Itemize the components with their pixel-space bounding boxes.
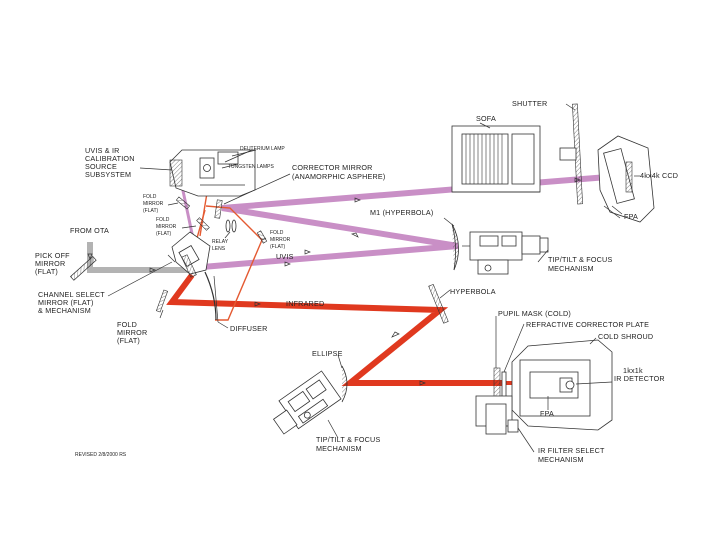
- relay-lens: [225, 219, 237, 233]
- relay-lens-label-1: RELAY: [212, 239, 229, 245]
- corrector-mirror-label-2: (ANAMORPHIC ASPHERE): [292, 172, 385, 181]
- channel-select-label-1: CHANNEL SELECT: [38, 290, 105, 299]
- fold-mirror-d-label-2: MIRROR: [117, 328, 147, 337]
- corrector-mirror-label-1: CORRECTOR MIRROR: [292, 163, 373, 172]
- beam-direction-arrows: [87, 177, 581, 386]
- shutter: [559, 103, 583, 205]
- tip-tilt-ir-label-2: MECHANISM: [316, 444, 362, 453]
- pick-off-mirror: [70, 255, 97, 281]
- uvis-ccd-assembly: [597, 135, 655, 223]
- refractive-corrector-label: REFRACTIVE CORRECTOR PLATE: [526, 320, 649, 329]
- tip-tilt-uvis-label-1: TIP/TILT & FOCUS: [548, 255, 612, 264]
- diffuser-label: DIFFUSER: [230, 324, 268, 333]
- cal-subsystem-label-2: CALIBRATION: [85, 154, 135, 163]
- cold-shroud-label: COLD SHROUD: [598, 332, 653, 341]
- fold-mirror-d-label-3: (FLAT): [117, 336, 140, 345]
- from-ota-label: FROM OTA: [70, 226, 109, 235]
- ir-filter-label-2: MECHANISM: [538, 455, 584, 464]
- tip-tilt-uvis-label-2: MECHANISM: [548, 264, 594, 273]
- ccd-4k-label: 4kx4k CCD: [640, 171, 678, 180]
- pick-off-label-2: MIRROR: [35, 259, 65, 268]
- fold-mirror-b-label-2: MIRROR: [156, 224, 177, 230]
- cal-subsystem-label-4: SUBSYSTEM: [85, 170, 131, 179]
- sofa-label: SOFA: [476, 114, 496, 123]
- fold-mirror-a-label-1: FOLD: [143, 194, 157, 200]
- fold-mirror-a: [175, 196, 191, 210]
- ir-filter-label-1: IR FILTER SELECT: [538, 446, 605, 455]
- corrector-mirror: [214, 199, 223, 219]
- ellipse-label: ELLIPSE: [312, 349, 343, 358]
- relay-lens-label-2: LENS: [212, 246, 226, 252]
- fold-mirror-d: [155, 289, 169, 313]
- labels: SHUTTER SOFA 4kx4k CCD FPA UVIS & IR CAL…: [35, 99, 678, 464]
- shutter-label: SHUTTER: [512, 99, 547, 108]
- uvis-tip-tilt-mechanism: [462, 231, 549, 275]
- uvis-beam-label: UVIS: [276, 252, 294, 261]
- fold-mirror-c: [256, 230, 268, 244]
- pupil-mask-label: PUPIL MASK (COLD): [498, 309, 571, 318]
- calibration-source-subsystem: [169, 149, 256, 197]
- channel-select-label-3: & MECHANISM: [38, 306, 91, 315]
- fold-mirror-b-label-1: FOLD: [156, 217, 170, 223]
- fold-mirror-b: [196, 217, 210, 231]
- fold-mirror-c-label-1: FOLD: [270, 230, 284, 236]
- ir-tip-tilt-mechanism: [272, 365, 348, 435]
- tip-tilt-ir-label-1: TIP/TILT & FOCUS: [316, 435, 380, 444]
- diffuser: [204, 271, 219, 323]
- channel-select-label-2: MIRROR (FLAT): [38, 298, 94, 307]
- tungsten-lamps-label: TUNGSTEN LAMPS: [228, 164, 275, 170]
- cal-subsystem-label-3: SOURCE: [85, 162, 117, 171]
- fold-mirror-a-label-3: (FLAT): [143, 208, 159, 214]
- ir-detector-dewar: [475, 339, 613, 435]
- m1-hyperbola-label: M1 (HYPERBOLA): [370, 208, 434, 217]
- ir-hyperbola-mirror: [428, 283, 449, 324]
- infrared-beam-label: INFRARED: [286, 299, 324, 308]
- ir-detector-label-2: IR DETECTOR: [614, 374, 665, 383]
- deuterium-lamp-label: DEUTERIUM LAMP: [240, 146, 285, 152]
- hyperbola-label: HYPERBOLA: [450, 287, 496, 296]
- fold-mirror-d-label-1: FOLD: [117, 320, 137, 329]
- fold-mirror-c-label-3: (FLAT): [270, 244, 286, 250]
- fold-mirror-b-label-3: (FLAT): [156, 231, 172, 237]
- revision-note: REVISED 2/8/2000 RS: [75, 452, 127, 458]
- ir-detector-label-1: 1kx1k: [623, 366, 643, 375]
- leader-lines: [107, 103, 640, 453]
- fpa-uvis-label: FPA: [624, 212, 638, 221]
- channel-select-mechanism: [167, 231, 211, 278]
- pick-off-label-3: (FLAT): [35, 267, 58, 276]
- sofa-filter-assembly: [451, 125, 541, 193]
- pick-off-label-1: PICK OFF: [35, 251, 70, 260]
- fold-mirror-c-label-2: MIRROR: [270, 237, 291, 243]
- fpa-ir-label: FPA: [540, 409, 554, 418]
- fold-mirror-a-label-2: MIRROR: [143, 201, 164, 207]
- cal-subsystem-label-1: UVIS & IR: [85, 146, 120, 155]
- m1-hyperbola-mirror: [451, 223, 459, 271]
